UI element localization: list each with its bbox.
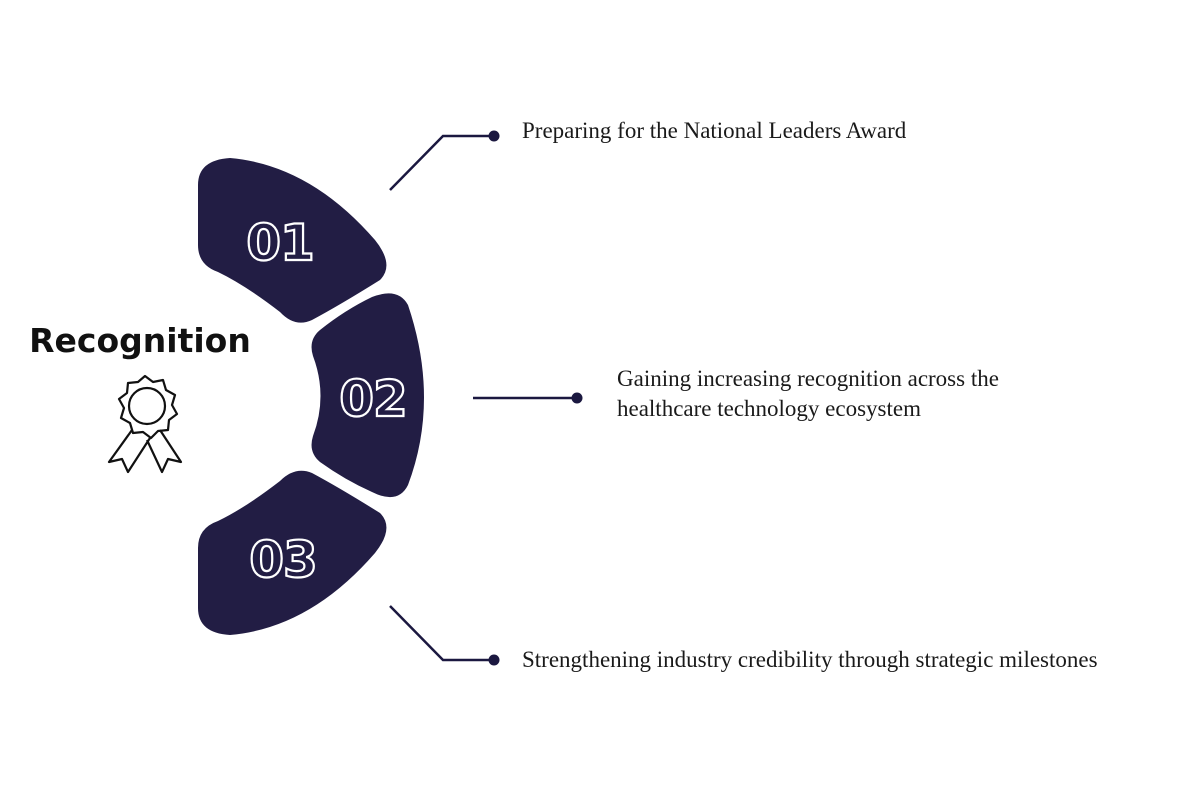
diagram-title: Recognition	[29, 321, 251, 360]
item-02-text-line-2: healthcare technology ecosystem	[617, 396, 921, 421]
connector-03	[389, 605, 500, 666]
segment-01-shape	[198, 158, 387, 323]
segment-02-number: 02	[339, 370, 407, 428]
segment-02-shape	[311, 293, 424, 498]
segment-03-shape	[198, 470, 387, 635]
award-ribbon-icon	[107, 374, 183, 474]
item-03-text: Strengthening industry credibility throu…	[522, 647, 1098, 672]
item-01-text: Preparing for the National Leaders Award	[522, 118, 907, 143]
segment-01-number: 01	[246, 214, 314, 272]
connector-03-dot	[488, 654, 500, 666]
segment-02: 02	[311, 293, 424, 498]
segment-03: 03	[198, 470, 387, 635]
connector-01	[389, 130, 500, 191]
item-02-text-line-1: Gaining increasing recognition across th…	[617, 366, 999, 391]
segment-01: 01	[198, 158, 387, 323]
connector-01-dot	[488, 130, 500, 142]
segment-03-number: 03	[249, 531, 317, 589]
connector-02	[473, 392, 583, 404]
connector-02-dot	[571, 392, 583, 404]
